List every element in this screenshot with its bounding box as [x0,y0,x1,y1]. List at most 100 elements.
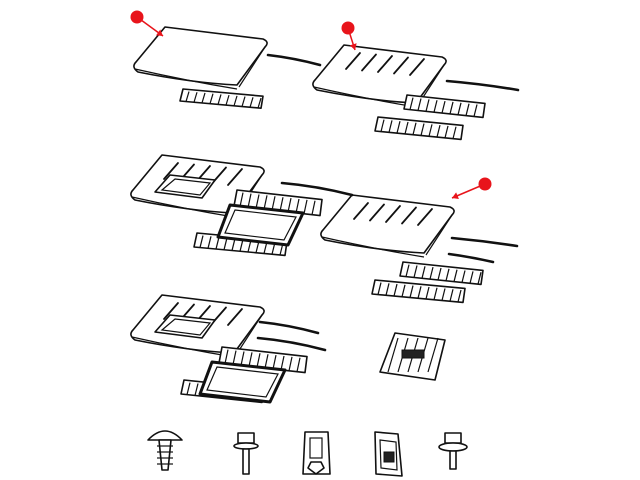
roof-bow [399,261,484,286]
sunroof-glass [160,178,212,196]
bar-hatch [295,198,300,214]
bar-hatch [296,357,301,372]
front-header [371,279,466,304]
bar-hatch [201,92,206,104]
roof-rib [417,208,433,226]
bar-hatch [247,193,252,208]
bar-hatch [388,120,393,133]
bracket-plate [401,349,425,359]
bolt-washer [233,442,259,450]
sunroof-frame [216,203,305,247]
roof-outline [133,26,268,86]
bar-hatch [396,121,401,134]
bar-hatch [257,97,262,109]
bar-hatch [225,94,230,106]
bar-hatch [404,121,409,135]
bar-hatch [272,354,277,370]
bar-outline [399,261,484,286]
roof-panel-3 [130,154,265,218]
roof-rib [369,203,385,222]
roof-edge [321,236,425,258]
roof-bracket-assembly [379,332,446,381]
roof-rib [345,52,361,70]
bar-outline [179,88,264,109]
bolt-head [444,432,462,444]
callout-marker [341,21,357,51]
roof-rib [377,55,393,73]
bolt-shank [242,448,250,475]
bar-hatch [263,195,268,210]
bar-hatch [288,356,293,372]
roof-rib [393,56,409,75]
frame-outer [216,203,305,247]
clip-spring [379,439,398,471]
bar-hatch [224,349,229,364]
bar-hatch [248,352,253,367]
front-header [374,116,464,141]
bar-outline [233,189,323,217]
clip-nut [307,461,325,475]
roof-rib [163,302,179,320]
bar-hatch [385,283,390,296]
roof-rib [227,308,243,326]
bar-hatch [280,355,285,371]
pin-head [147,430,183,441]
bar-hatch [231,238,236,251]
callout-dot [130,10,144,24]
roof-side [425,214,453,256]
callout-dot [478,177,492,191]
bar-hatch [256,353,261,368]
sunroof-frame [198,360,287,404]
bar-hatch [433,287,438,300]
bar-hatch [377,282,382,295]
bar-hatch [223,237,228,250]
bar-hatch [433,100,438,113]
clip-hole [383,451,395,463]
callout-arrowhead [452,192,459,199]
roof-panel-1 [133,26,268,90]
roof-rib [409,58,425,76]
bar-hatch [449,101,454,115]
bracket-rib [387,337,399,373]
roof-panel-5 [130,294,265,358]
bar-hatch [420,123,425,136]
bar-hatch [215,236,220,250]
bar-hatch [209,93,214,104]
bar-hatch [428,124,433,137]
bar-hatch [232,350,237,365]
bar-hatch [249,97,254,108]
bar-outline [374,116,464,141]
bolt-head [237,432,255,444]
drip-rail-strip [280,181,354,197]
bar-hatch [199,235,204,248]
callout-arrowhead [349,43,357,50]
hex-bolt-fastener [233,432,259,475]
bar-hatch [405,264,410,277]
bar-hatch [469,271,474,284]
bar-hatch [264,354,269,369]
bar-hatch [409,285,414,298]
roof-rib [401,206,417,225]
roof-rib [353,202,369,220]
callout-arrowhead [156,29,163,36]
roof-side [238,46,266,88]
roof-rib [227,168,243,186]
drip-rail-strip [450,236,519,248]
drip-rail-strip [445,79,520,92]
bar-hatch [449,289,454,302]
sunroof-reinforcement [218,346,308,374]
front-header [179,88,264,109]
bar-hatch [465,103,470,116]
bar-hatch [417,286,422,299]
bar-hatch [393,283,398,297]
drip-rail-strip [258,320,320,335]
bar-hatch [412,122,417,135]
bar-hatch [441,288,446,301]
bar-hatch [457,102,462,115]
bar-hatch [461,270,466,283]
bar-hatch [477,272,482,285]
drip-rail-strip [447,252,495,264]
frame-outer [198,360,287,404]
roof-bow [403,94,486,119]
bar-hatch [429,267,434,280]
